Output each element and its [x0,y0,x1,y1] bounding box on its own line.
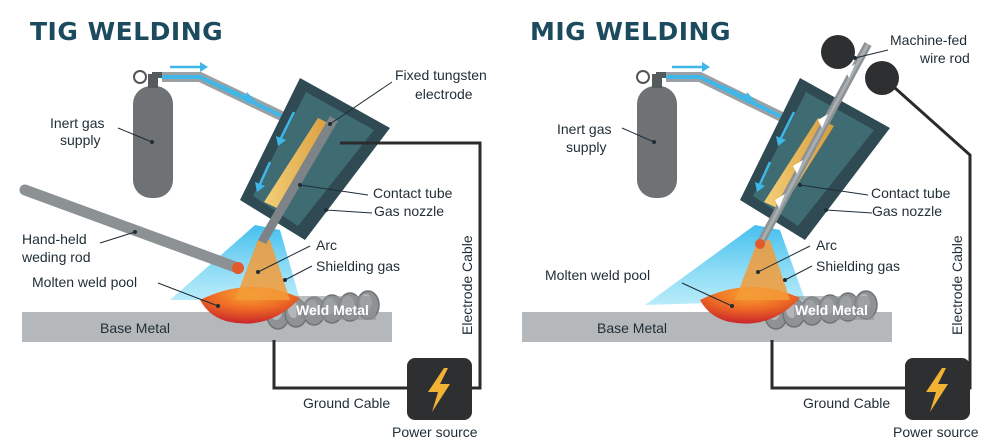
arc-label: Arc [316,237,337,253]
inert-gas-label-2: supply [60,132,100,148]
gas-flow-line [162,75,291,122]
gas-hose [666,72,791,125]
shielding-gas-label: Shielding gas [316,258,400,274]
weld-metal [266,290,380,330]
weld-metal [764,290,878,330]
molten-pool-label: Molten weld pool [545,267,650,283]
tig-panel: TIG WELDING Base Metal Wel [19,17,487,440]
inert-gas-label-1: Inert gas [557,121,611,137]
weld-metal-label: Weld Metal [296,302,369,318]
lightning-bolt-icon [926,368,948,412]
tig-title: TIG WELDING [30,17,223,46]
gas-hose [162,72,293,125]
base-metal-label: Base Metal [100,320,170,336]
mig-leader-lines [621,49,889,307]
mig-panel: MIG WELDING Base Metal Weld Met [522,17,979,440]
wire-label-2: wire rod [919,50,970,66]
power-source [905,358,970,420]
power-source [407,358,472,420]
gas-nozzle-label: Gas nozzle [872,203,942,219]
rod-label-2: weding rod [21,249,91,265]
electrode-cable-label: Electrode Cable [459,235,475,335]
rod-label-1: Hand-held [22,231,87,247]
tig-leader-lines [99,81,393,307]
inert-gas-label-2: supply [566,139,606,155]
weld-metal-label: Weld Metal [795,302,868,318]
power-source-label: Power source [392,424,478,440]
contact-tube-label: Contact tube [373,185,453,201]
tungsten-electrode [258,116,338,244]
power-source-label: Power source [893,424,979,440]
inert-gas-label-1: Inert gas [50,115,104,131]
base-metal-label: Base Metal [597,320,667,336]
gas-flow-line [666,75,789,122]
gas-nozzle-label: Gas nozzle [374,203,444,219]
lightning-bolt-icon [428,368,450,412]
ground-cable [272,340,410,390]
hand-held-rod [19,184,244,274]
gas-cylinder-icon [133,70,173,198]
ground-cable [770,340,905,390]
ground-cable-label: Ground Cable [803,395,890,411]
shielding-gas-label: Shielding gas [816,258,900,274]
arc-label: Arc [816,237,837,253]
electrode-label-2: electrode [415,86,473,102]
wire-feed-roller-icon [821,35,899,95]
electrode-cable-label: Electrode Cable [949,235,965,335]
ground-cable-label: Ground Cable [303,395,390,411]
molten-pool-label: Molten weld pool [32,274,137,290]
mig-title: MIG WELDING [530,17,731,46]
gas-cylinder-icon [636,70,677,198]
contact-tube-label: Contact tube [871,185,951,201]
electrode-label-1: Fixed tungsten [395,67,487,83]
wire-label-1: Machine-fed [890,32,967,48]
